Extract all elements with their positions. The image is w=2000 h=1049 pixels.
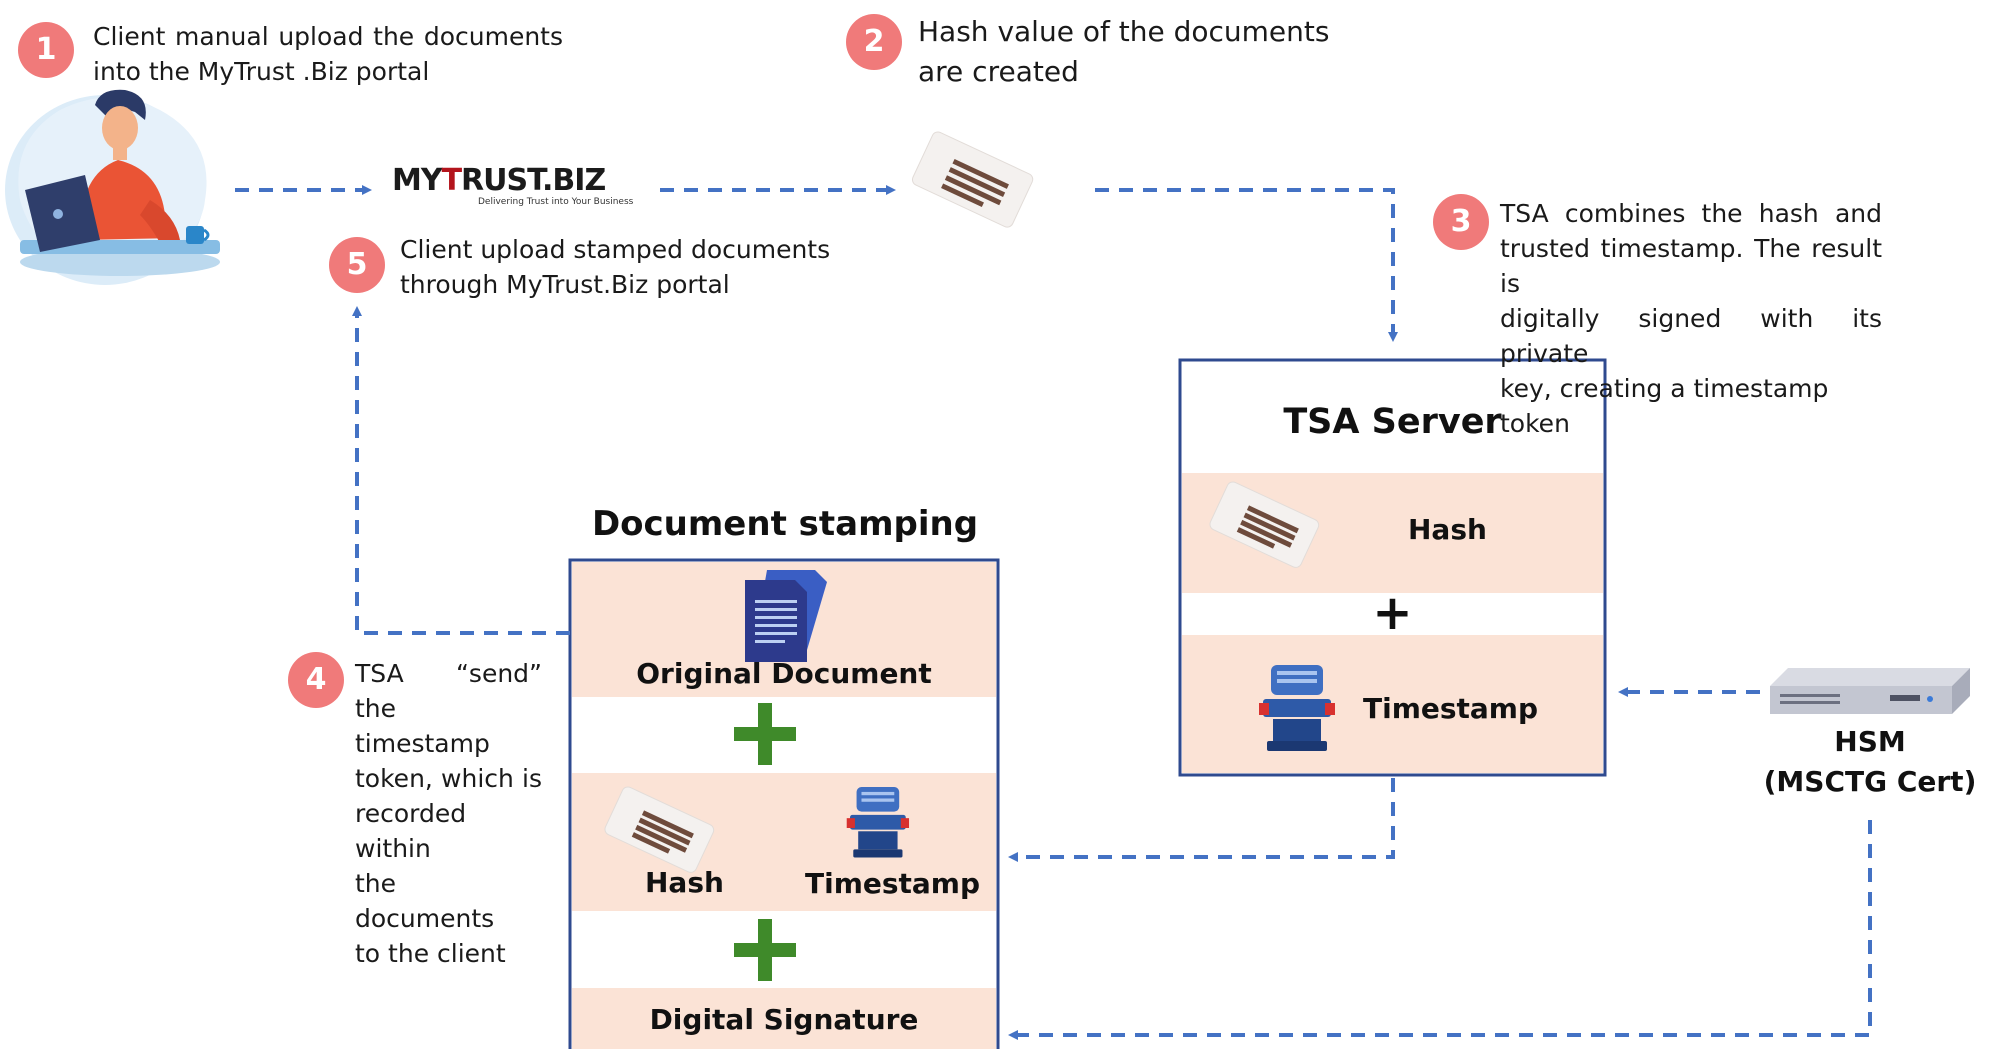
- digital-signature-label: Digital Signature: [649, 1003, 919, 1036]
- tsa-hash-icon: [1209, 481, 1320, 568]
- hsm-device-icon: [1770, 668, 1970, 714]
- step-badge-5: [329, 237, 385, 293]
- step-4-line-6: to the client: [355, 939, 506, 968]
- step-3-line-3: digitally signed with its private: [1500, 304, 1882, 368]
- client-illustration: [5, 89, 220, 285]
- step-number-3: 3: [1450, 204, 1472, 239]
- step-4-line-2: timestamp: [355, 729, 490, 758]
- step-2-line-2: are created: [918, 55, 1079, 88]
- step-5-line-2: through MyTrust.Biz portal: [400, 270, 730, 299]
- original-document-label: Original Document: [636, 657, 932, 690]
- tsa-hash-label: Hash: [1408, 513, 1487, 546]
- step-4-line-3: token, which is: [355, 764, 542, 793]
- step-5-text: Client upload stamped documents through …: [400, 232, 850, 302]
- stamping-hash-label: Hash: [645, 866, 724, 899]
- stamping-hash-icon: [604, 786, 715, 873]
- hash-document-icon: [911, 131, 1034, 228]
- flow-arrows: [235, 185, 1872, 1040]
- step-number-4: 4: [305, 662, 327, 697]
- green-plus-2: [734, 919, 796, 981]
- original-document-icon: [745, 570, 827, 662]
- logo-rest: RUST.BIZ: [461, 163, 606, 198]
- step-4-line-1: TSA “send” the: [355, 659, 542, 723]
- step-2-text: Hash value of the documents are created: [918, 12, 1338, 92]
- step-4-line-4: recorded within: [355, 799, 467, 863]
- hsm-label: HSM (MSCTG Cert): [1740, 722, 2000, 802]
- stamping-stamp-icon: [846, 787, 910, 858]
- green-plus-1: [734, 703, 796, 765]
- arrow-tsa-to-stamping: [1008, 778, 1395, 862]
- arrow-hash-to-tsa: [1095, 188, 1398, 342]
- tsa-timestamp-band: [1182, 635, 1603, 773]
- tsa-server-title: TSA Server: [1283, 402, 1502, 442]
- stamping-timestamp-label: Timestamp: [805, 867, 981, 900]
- step-badge-1: [18, 22, 74, 78]
- tsa-timestamp-label: Timestamp: [1363, 692, 1539, 725]
- step-number-1: 1: [35, 32, 57, 67]
- step-badge-4: [288, 652, 344, 708]
- step-badge-3: [1433, 194, 1489, 250]
- tsa-stamp-icon: [1259, 665, 1335, 751]
- step-3-line-2: trusted timestamp. The result is: [1500, 234, 1882, 298]
- tsa-plus-sign: +: [1372, 585, 1413, 641]
- mytrust-logo: MYTRUST.BIZ Delivering Trust into Your B…: [392, 166, 662, 216]
- hsm-label-line-2: (MSCTG Cert): [1763, 765, 1977, 798]
- step-3-text: TSA combines the hash and trusted timest…: [1500, 196, 1882, 441]
- step-1-text: Client manual upload the documents into …: [93, 19, 563, 89]
- step-5-line-1: Client upload stamped documents: [400, 235, 831, 264]
- step-3-line-1: TSA combines the hash and: [1500, 199, 1882, 228]
- step-3-line-4: key, creating a timestamp token: [1500, 374, 1829, 438]
- step-badges: [18, 14, 1489, 708]
- arrow-stamping-to-client: [352, 306, 570, 635]
- logo-tagline: Delivering Trust into Your Business: [478, 197, 634, 207]
- step-4-line-5: the documents: [355, 869, 495, 933]
- step-1-line-2: into the MyTrust .Biz portal: [93, 57, 430, 86]
- hsm-label-line-1: HSM: [1834, 725, 1906, 758]
- step-number-5: 5: [346, 247, 368, 282]
- logo-my: MY: [392, 163, 443, 198]
- document-stamping-title: Document stamping: [591, 504, 979, 544]
- logo-t: T: [441, 163, 462, 198]
- step-number-2: 2: [863, 24, 885, 59]
- arrow-hsm-to-signature: [1008, 820, 1872, 1040]
- step-4-text: TSA “send” the timestamp token, which is…: [355, 656, 542, 971]
- step-badge-2: [846, 14, 902, 70]
- step-1-line-1: Client manual upload the documents: [93, 22, 563, 51]
- digital-signature-band: [572, 988, 996, 1049]
- step-2-line-1: Hash value of the documents: [918, 15, 1330, 48]
